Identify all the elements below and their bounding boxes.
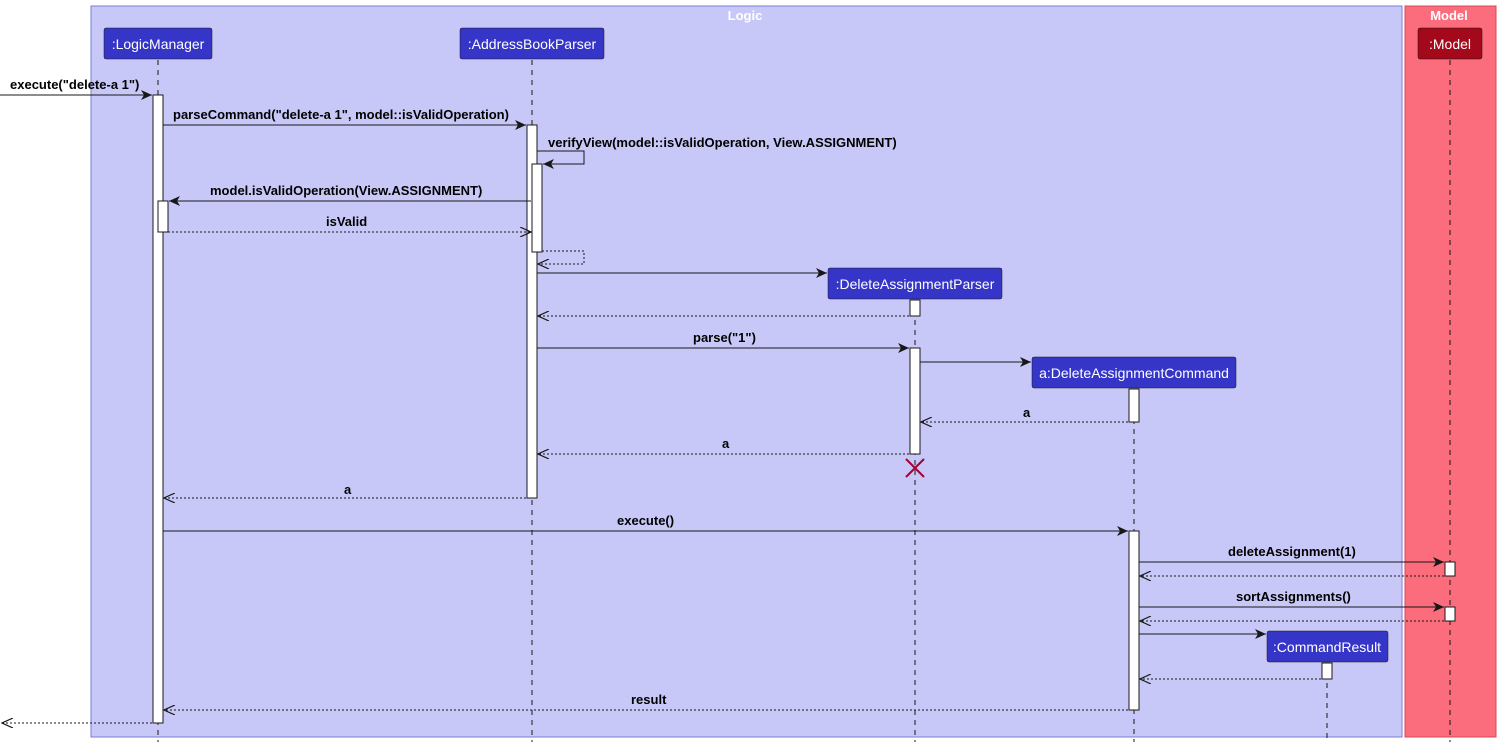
participant-logic-manager: :LogicManager <box>103 27 213 60</box>
participant-address-book-parser: :AddressBookParser <box>459 27 605 60</box>
label-result: result <box>631 692 667 707</box>
arrow-verify-view-return <box>538 250 585 264</box>
label-delete-assignment: deleteAssignment(1) <box>1228 544 1356 559</box>
participant-model: :Model <box>1417 27 1483 60</box>
activation-model-sort <box>1444 606 1456 622</box>
label-parse: parse("1") <box>693 330 756 345</box>
activation-delete-assignment-command <box>1128 530 1140 711</box>
destroy-marker <box>905 458 925 478</box>
participant-label: :LogicManager <box>112 36 205 52</box>
label-return-a-1: a <box>1023 405 1031 420</box>
label-return-a-3: a <box>344 482 352 497</box>
label-verify-view: verifyView(model::isValidOperation, View… <box>548 135 897 150</box>
participant-delete-assignment-command: a:DeleteAssignmentCommand <box>1031 356 1237 389</box>
activation-model-delete <box>1444 561 1456 577</box>
label-return-a-2: a <box>722 436 730 451</box>
label-sort-assignments: sortAssignments() <box>1236 589 1351 604</box>
label-execute: execute() <box>617 513 674 528</box>
activation-delete-assignment-command-construct <box>1128 388 1140 423</box>
logic-group-title: Logic <box>728 8 763 23</box>
participant-label: :DeleteAssignmentParser <box>836 276 995 292</box>
participant-label: :Model <box>1429 36 1471 52</box>
activation-command-result <box>1321 662 1333 680</box>
label-execute-in: execute("delete-a 1") <box>10 77 139 92</box>
arrow-verify-view <box>537 150 585 169</box>
participant-label: a:DeleteAssignmentCommand <box>1039 365 1229 381</box>
model-group-title: Model <box>1430 8 1468 23</box>
activation-address-book-parser-nested <box>531 163 543 253</box>
participant-label: :CommandResult <box>1273 639 1381 655</box>
label-is-valid: isValid <box>326 214 367 229</box>
activation-logic-manager <box>152 94 164 724</box>
label-is-valid-operation: model.isValidOperation(View.ASSIGNMENT) <box>210 183 482 198</box>
activation-delete-assignment-parser <box>909 347 921 455</box>
participant-label: :AddressBookParser <box>468 36 597 52</box>
activation-logic-manager-nested <box>157 200 169 233</box>
participant-command-result: :CommandResult <box>1266 630 1389 663</box>
label-parse-command: parseCommand("delete-a 1", model::isVali… <box>173 107 509 122</box>
participant-delete-assignment-parser: :DeleteAssignmentParser <box>827 267 1003 300</box>
activation-delete-assignment-parser-construct <box>909 299 921 317</box>
